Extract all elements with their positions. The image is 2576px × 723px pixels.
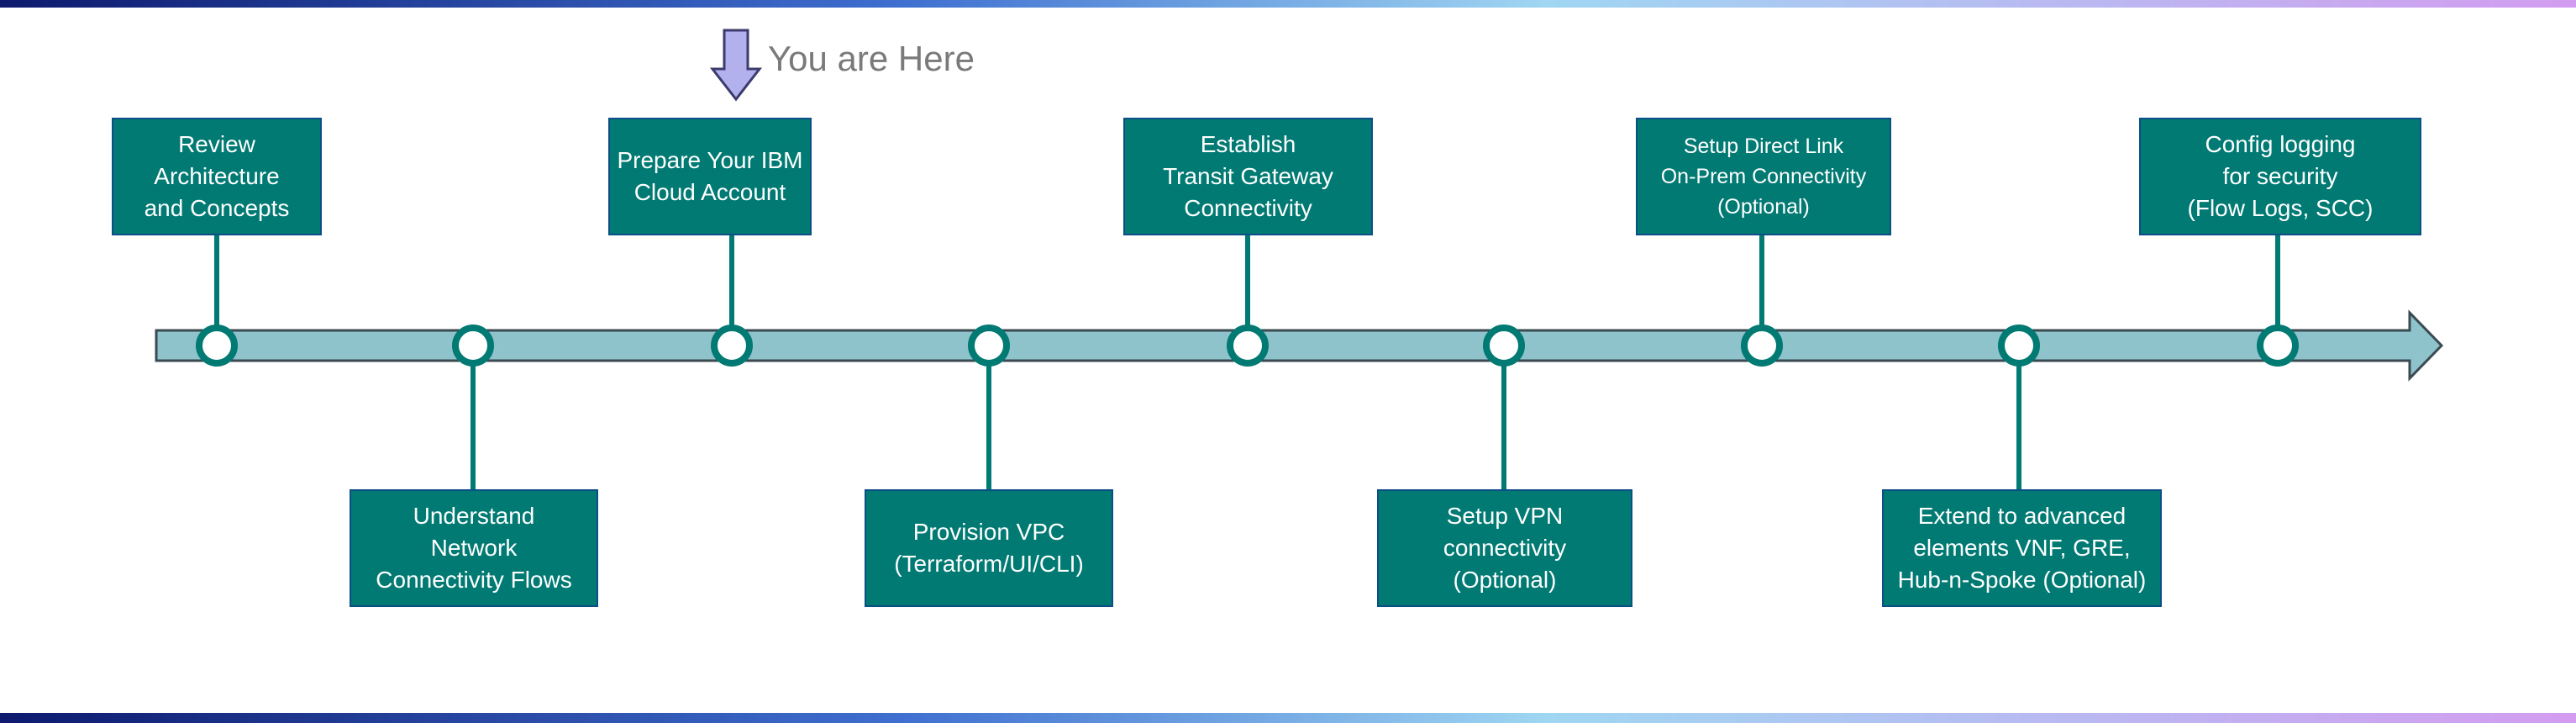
down-arrow-icon — [709, 29, 763, 102]
milestone-1 — [196, 325, 238, 367]
step-box-4: Provision VPC (Terraform/UI/CLI) — [865, 489, 1113, 607]
top-gradient-band — [0, 0, 2576, 8]
milestone-5 — [1227, 325, 1269, 367]
milestone-2 — [452, 325, 494, 367]
milestone-9 — [2257, 325, 2299, 367]
step-box-2: Understand Network Connectivity Flows — [350, 489, 598, 607]
milestone-8 — [1998, 325, 2040, 367]
step-box-5: Establish Transit Gateway Connectivity — [1123, 118, 1373, 235]
you-are-here-label: You are Here — [768, 39, 975, 78]
bottom-gradient-band — [0, 713, 2576, 723]
milestone-7 — [1741, 325, 1783, 367]
step-box-9: Config logging for security (Flow Logs, … — [2139, 118, 2421, 235]
milestone-6 — [1483, 325, 1525, 367]
step-box-3: Prepare Your IBM Cloud Account — [608, 118, 812, 235]
step-box-7: Setup Direct Link On-Prem Connectivity (… — [1636, 118, 1891, 235]
step-box-1: Review Architecture and Concepts — [112, 118, 322, 235]
step-box-6: Setup VPN connectivity (Optional) — [1377, 489, 1632, 607]
milestone-4 — [968, 325, 1010, 367]
timeline-arrow — [155, 309, 2444, 382]
milestone-3 — [711, 325, 753, 367]
step-box-8: Extend to advanced elements VNF, GRE, Hu… — [1882, 489, 2162, 607]
